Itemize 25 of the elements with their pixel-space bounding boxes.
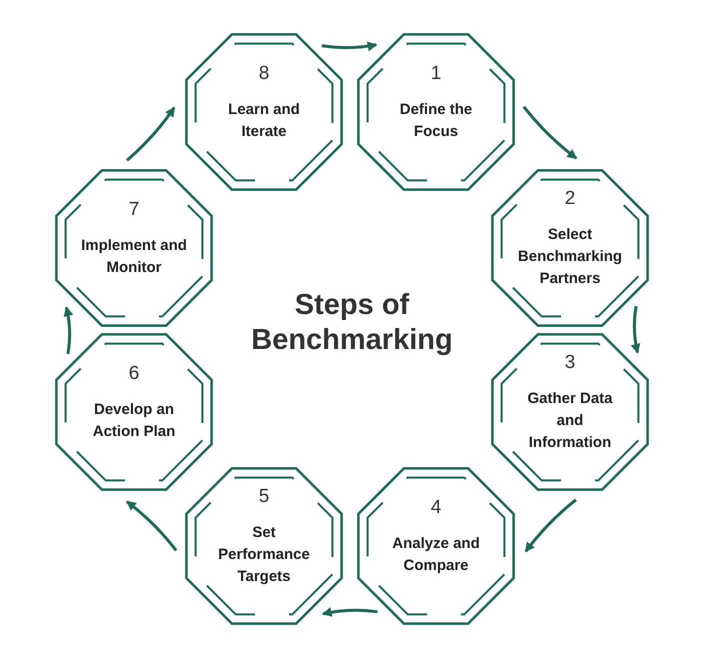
arrow	[322, 607, 378, 617]
step-number: 5	[258, 486, 270, 508]
step-label: Define the Focus	[398, 100, 474, 142]
step-label: Set Performance Targets	[217, 523, 311, 587]
step-number: 4	[430, 497, 442, 520]
arrow	[64, 306, 74, 354]
step-label: Select Benchmarking Partners	[516, 225, 624, 289]
step-label: Gather Data and Information	[526, 389, 614, 453]
arrow	[126, 500, 178, 552]
step-label: Implement and Monitor	[80, 236, 188, 278]
step-number: 6	[128, 363, 140, 386]
arrow	[126, 106, 176, 162]
arrow	[522, 106, 578, 160]
step-label: Develop an Action Plan	[92, 400, 176, 442]
diagram-title: Steps of Benchmarking	[250, 288, 454, 358]
arrow	[630, 306, 640, 354]
arrow	[524, 498, 577, 552]
arrow	[322, 41, 378, 52]
step-number: 2	[564, 188, 576, 210]
step-label: Analyze and Compare	[391, 534, 481, 576]
step-number: 7	[128, 199, 140, 222]
step-number: 1	[430, 63, 442, 86]
step-label: Learn and Iterate	[227, 100, 301, 142]
step-number: 3	[564, 352, 576, 374]
step-number: 8	[258, 63, 270, 86]
